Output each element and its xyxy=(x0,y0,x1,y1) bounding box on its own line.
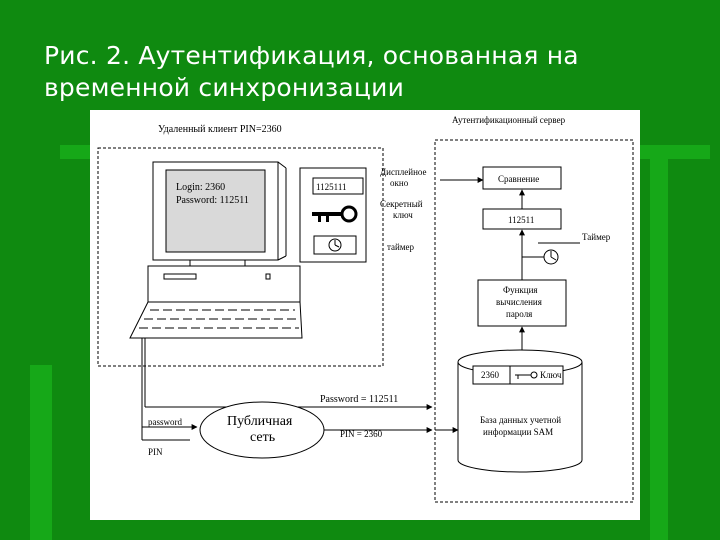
slide-title-line-1: Рис. 2. Аутентификация, основанная на xyxy=(44,41,579,70)
network-label-1: Публичная xyxy=(227,414,293,429)
token-display-value: 1125111 xyxy=(316,182,347,192)
db-pin: 2360 xyxy=(481,370,500,380)
db-key: Ключ xyxy=(540,370,562,380)
computer-icon xyxy=(129,161,303,339)
db-caption-2: информации SAM xyxy=(483,427,553,437)
client-label: Удаленный клиент PIN=2360 xyxy=(158,124,282,135)
label-display-window-2: окно xyxy=(390,178,409,188)
label-display-window-1: Дисплейное xyxy=(380,167,427,177)
background-stripe-left xyxy=(30,365,52,540)
label-secret-key-1: Секретный xyxy=(380,199,423,209)
password-label: password xyxy=(148,417,182,427)
key-icon xyxy=(312,205,358,223)
function-box xyxy=(477,279,567,327)
label-secret-key-2: ключ xyxy=(393,210,413,220)
password-transmit: Password = 112511 xyxy=(320,394,398,405)
token-display-window xyxy=(312,177,364,195)
slide-title: Рис. 2. Аутентификация, основанная на вр… xyxy=(44,40,704,104)
slide-title-line-2: временной синхронизации xyxy=(44,73,405,102)
server-value: 112511 xyxy=(508,215,534,225)
compare-box xyxy=(482,166,562,190)
background-stripe-right xyxy=(650,145,668,540)
function-label-1: Функция xyxy=(503,285,538,295)
screen-password: Password: 112511 xyxy=(176,195,249,206)
server-label: Аутентификационный сервер xyxy=(452,115,566,125)
label-timer-client: таймер xyxy=(387,242,415,252)
client-region xyxy=(97,147,384,367)
clock-icon xyxy=(328,238,342,252)
compare-label: Сравнение xyxy=(498,174,539,184)
server-clock-icon xyxy=(543,249,559,265)
function-label-3: пароля xyxy=(506,309,532,319)
network-label-2: сеть xyxy=(250,430,275,445)
pin-transmit: PIN = 2360 xyxy=(340,429,383,439)
db-key-icon xyxy=(515,371,538,379)
pin-label: PIN xyxy=(148,447,163,457)
function-label-2: вычисления xyxy=(496,297,542,307)
diagram-svg: Удаленный клиент PIN=2360 Аутентификацио… xyxy=(97,115,634,503)
label-timer-server: Таймер xyxy=(582,232,611,242)
figure-panel: Удаленный клиент PIN=2360 Аутентификацио… xyxy=(90,110,640,520)
db-caption-1: База данных учетной xyxy=(480,415,561,425)
screen-login: Login: 2360 xyxy=(176,182,225,193)
